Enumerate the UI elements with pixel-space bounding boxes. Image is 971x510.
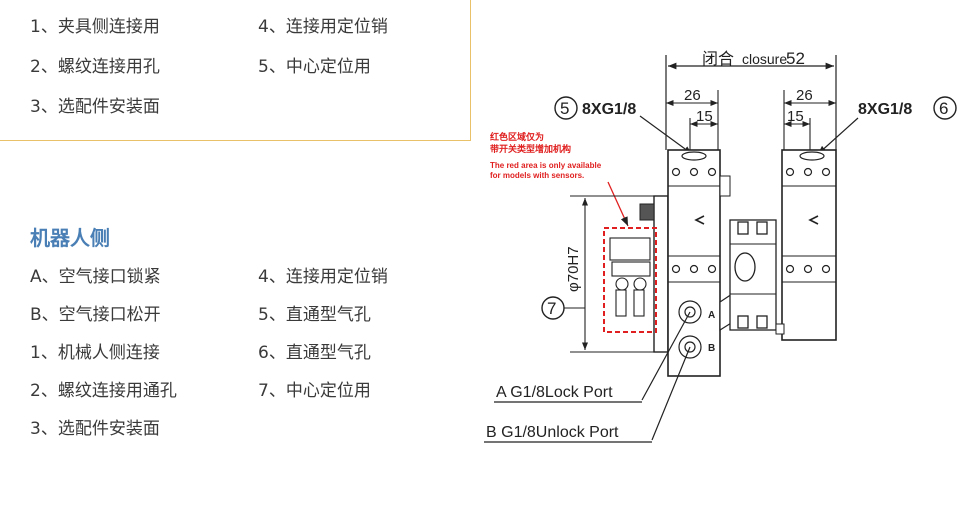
right-body-arrow <box>808 215 819 225</box>
mark-a: A <box>708 310 715 321</box>
note-en-2: for models with sensors. <box>490 171 584 180</box>
robot-side-item-1: 1、机械人侧连接 <box>30 343 160 363</box>
callout-6: 6 <box>939 99 948 118</box>
port-b-label: B G1/8Unlock Port <box>486 424 619 441</box>
robot-side-item-3: 3、选配件安装面 <box>30 419 160 439</box>
left-dims <box>666 90 719 150</box>
robot-side-item-5: 5、直通型气孔 <box>258 305 371 325</box>
robot-side-item-a: A、空气接口锁紧 <box>30 267 161 287</box>
port-left-leader <box>639 115 693 155</box>
note-cn-2: 带开关类型增加机构 <box>490 143 571 155</box>
dim-26-right: 26 <box>796 87 813 104</box>
diameter-label: φ70H7 <box>565 246 582 292</box>
port-left-label: 8XG1/8 <box>582 101 636 118</box>
port-a-label: A G1/8Lock Port <box>496 384 613 401</box>
tool-side-item-5: 5、中心定位用 <box>258 57 371 77</box>
note-en-1: The red area is only available <box>490 161 602 170</box>
tool-side-item-4: 4、连接用定位销 <box>258 17 388 37</box>
right-body-holes <box>785 151 831 274</box>
left-side-pin <box>719 175 731 197</box>
note-arrow <box>607 181 629 227</box>
closure-label-cn: 闭合 <box>702 49 734 68</box>
callout-6-circle <box>933 96 957 120</box>
sensor-area <box>603 227 657 333</box>
robot-side-item-2: 2、螺纹连接用通孔 <box>30 381 177 401</box>
tool-side-item-3: 3、选配件安装面 <box>30 97 160 117</box>
note-cn-1: 红色区域仅为 <box>490 131 544 143</box>
robot-side-title: 机器人侧 <box>30 226 110 250</box>
technical-drawing: 闭合 closure 52 5 8XG1/8 26 15 26 15 8XG1/… <box>484 49 957 443</box>
robot-side-item-b: B、空气接口松开 <box>30 305 161 325</box>
left-body-holes <box>671 151 717 359</box>
left-body <box>667 149 721 377</box>
diameter-dim <box>570 195 660 353</box>
dim-26-left: 26 <box>684 87 701 104</box>
left-body-arrow <box>694 215 705 225</box>
dim-15-right: 15 <box>787 108 804 125</box>
port-right-leader <box>817 117 859 155</box>
mark-b: B <box>708 343 715 354</box>
middle-coupling <box>729 219 777 331</box>
sensor-fittings <box>609 237 651 317</box>
tool-side-item-1: 1、夹具侧连接用 <box>30 17 160 37</box>
dim-15-left: 15 <box>696 108 713 125</box>
right-body <box>781 149 837 341</box>
tool-side-item-2: 2、螺纹连接用孔 <box>30 57 160 77</box>
right-side-pin <box>775 323 785 335</box>
robot-side-item-7: 7、中心定位用 <box>258 381 371 401</box>
tool-side-box <box>0 0 471 141</box>
port-a-leader <box>641 311 691 401</box>
closure-label-en: closure <box>742 51 787 67</box>
robot-side-item-6: 6、直通型气孔 <box>258 343 371 363</box>
callout-5-circle <box>554 96 578 120</box>
closure-value: 52 <box>786 49 805 68</box>
port-b-leader <box>651 346 691 441</box>
robot-side-item-4: 4、连接用定位销 <box>258 267 388 287</box>
right-dims <box>783 90 836 150</box>
flange-knob-top <box>639 203 655 221</box>
port-right-label: 8XG1/8 <box>858 101 912 118</box>
callout-7: 7 <box>547 299 556 318</box>
callout-5: 5 <box>560 99 569 118</box>
